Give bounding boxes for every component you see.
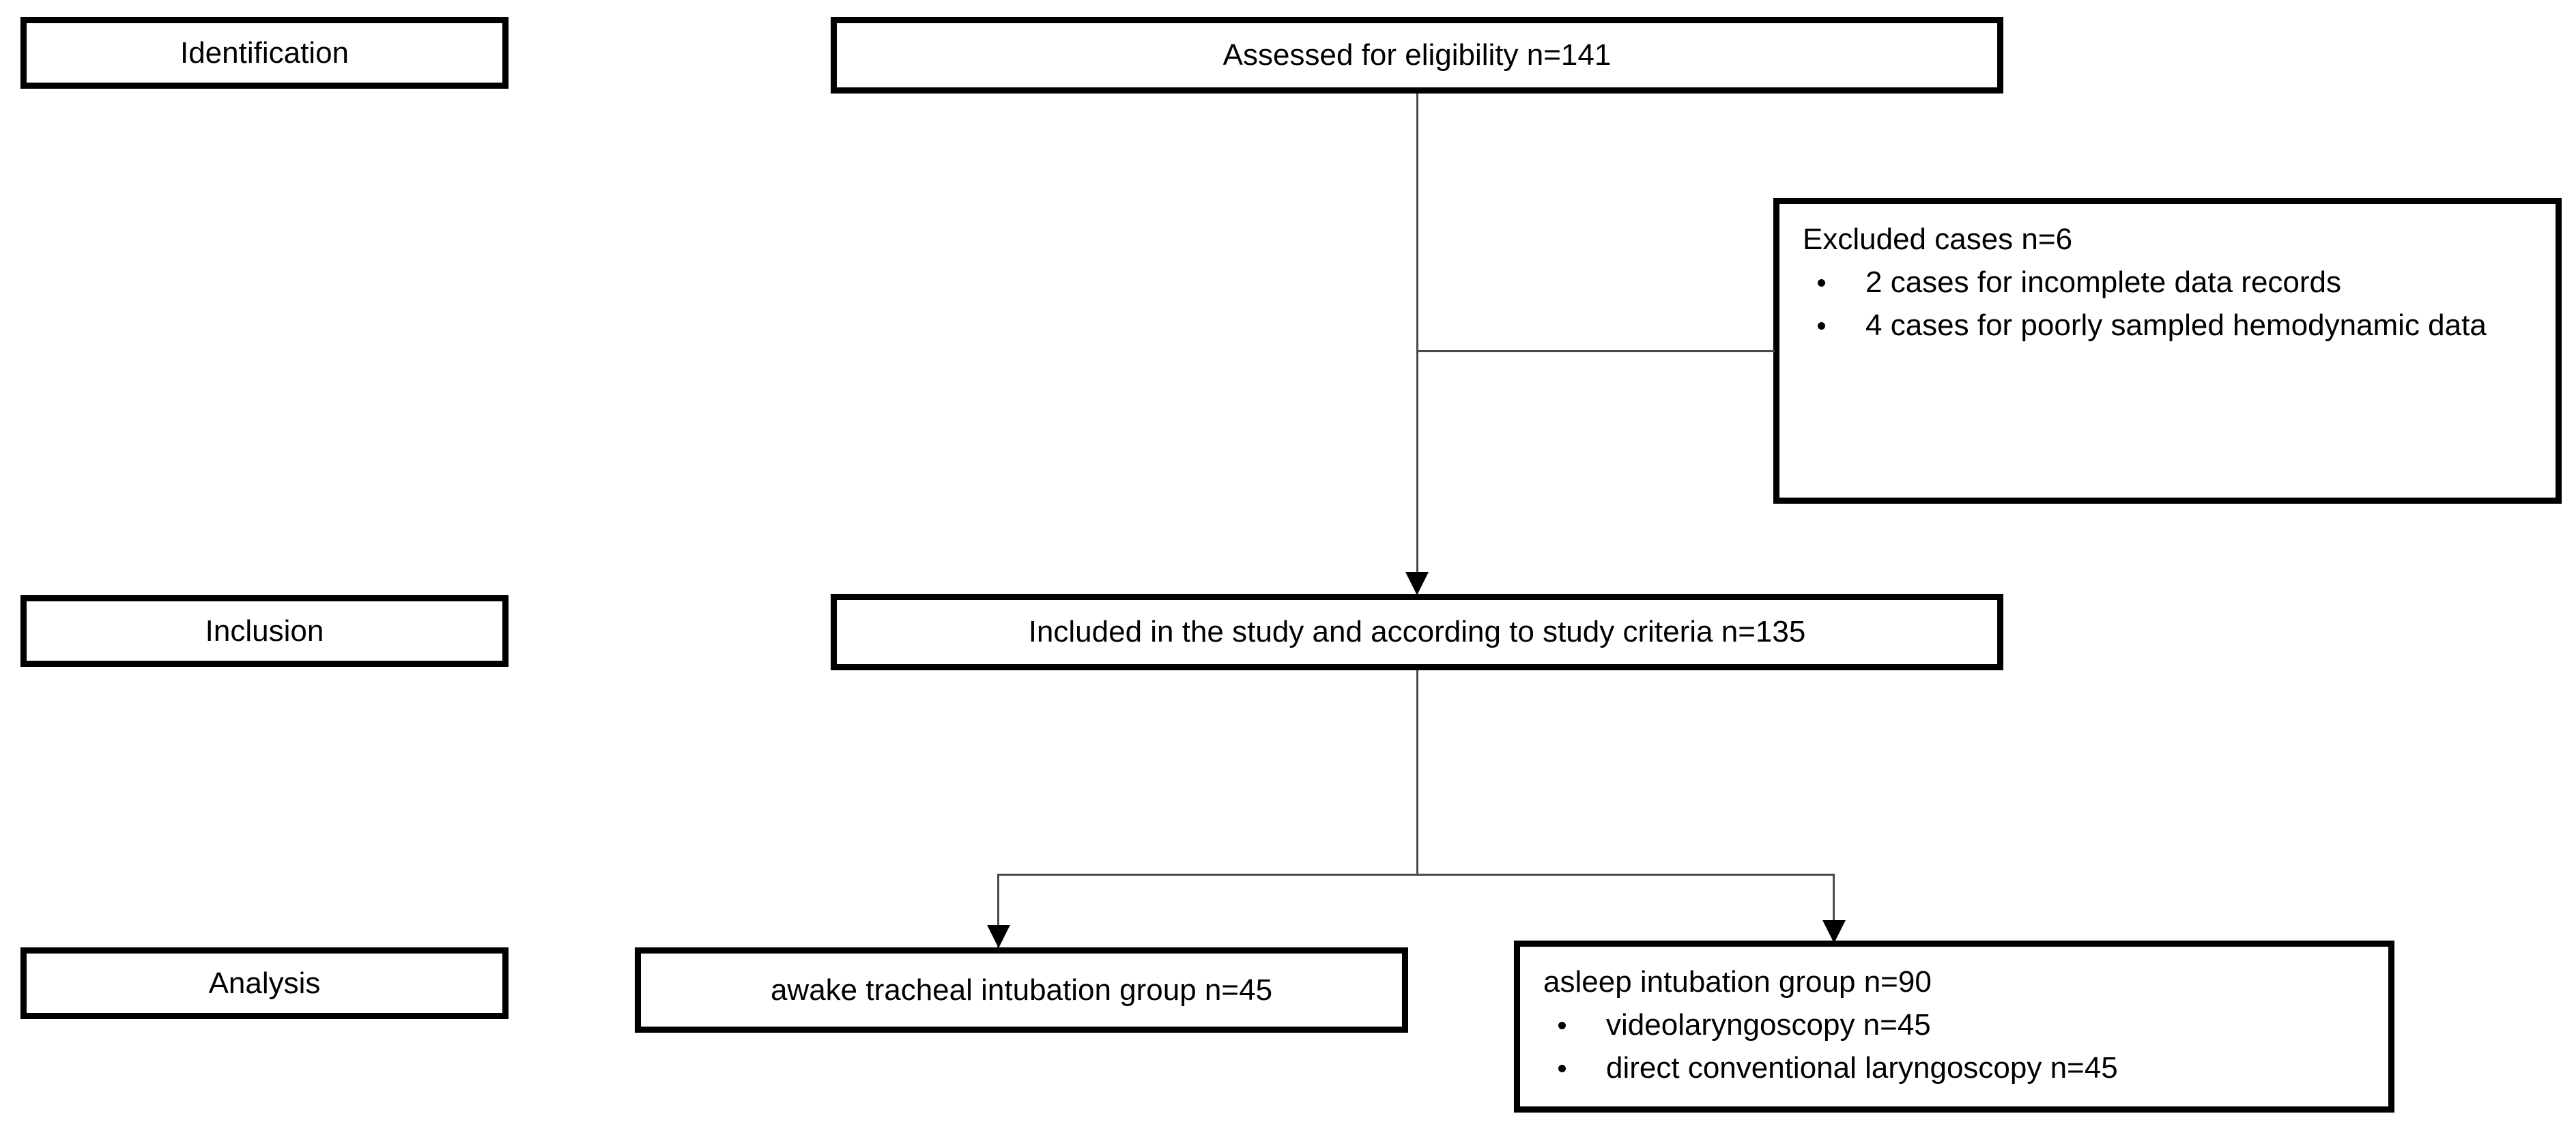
stage-box-inclusion: Inclusion xyxy=(20,595,509,667)
bullet-dot-icon xyxy=(1558,1065,1566,1073)
stage-label-inclusion: Inclusion xyxy=(205,614,324,648)
node-excluded-bullet-list: 2 cases for incomplete data records 4 ca… xyxy=(1803,263,2535,345)
bullet-dot-icon xyxy=(1818,322,1825,330)
node-asleep-bullet-1: videolaryngoscopy n=45 xyxy=(1606,1008,1931,1042)
connector-included-split-bar xyxy=(997,874,1834,876)
stage-label-identification: Identification xyxy=(180,35,349,70)
node-awake-text: awake tracheal intubation group n=45 xyxy=(770,973,1273,1007)
list-item: 2 cases for incomplete data records xyxy=(1803,263,2535,301)
connector-to-asleep-group xyxy=(1833,874,1835,947)
node-asleep-heading: asleep intubation group n=90 xyxy=(1543,965,1932,999)
bullet-dot-icon xyxy=(1818,278,1825,287)
node-assessed-for-eligibility: Assessed for eligibility n=141 xyxy=(831,17,2003,94)
node-asleep-bullet-2: direct conventional laryngoscopy n=45 xyxy=(1606,1051,2118,1085)
node-excluded-bullet-2: 4 cases for poorly sampled hemodynamic d… xyxy=(1865,309,2487,343)
list-item: direct conventional laryngoscopy n=45 xyxy=(1543,1049,2368,1087)
connector-to-awake-group xyxy=(997,874,999,947)
connector-included-trunk xyxy=(1416,670,1418,875)
connector-assessed-to-included xyxy=(1416,94,1418,590)
connector-assessed-to-excluded xyxy=(1416,350,1775,352)
arrowhead-into-awake-group xyxy=(987,925,1010,948)
node-included-text: Included in the study and according to s… xyxy=(1028,615,1806,649)
bullet-dot-icon xyxy=(1558,1021,1566,1029)
node-asleep-bullet-list: videolaryngoscopy n=45 direct convention… xyxy=(1543,1006,2368,1087)
node-excluded-cases: Excluded cases n=6 2 cases for incomplet… xyxy=(1773,198,2562,504)
list-item: videolaryngoscopy n=45 xyxy=(1543,1006,2368,1044)
node-included-in-study: Included in the study and according to s… xyxy=(831,594,2003,670)
stage-box-identification: Identification xyxy=(20,17,509,89)
node-excluded-bullet-1: 2 cases for incomplete data records xyxy=(1865,266,2342,299)
node-excluded-heading: Excluded cases n=6 xyxy=(1803,223,2073,256)
node-awake-group: awake tracheal intubation group n=45 xyxy=(635,947,1408,1033)
stage-box-analysis: Analysis xyxy=(20,947,509,1019)
arrowhead-into-included xyxy=(1405,572,1429,595)
list-item: 4 cases for poorly sampled hemodynamic d… xyxy=(1803,306,2535,344)
node-asleep-group: asleep intubation group n=90 videolaryng… xyxy=(1514,941,2394,1113)
node-assessed-text: Assessed for eligibility n=141 xyxy=(1222,38,1612,72)
stage-label-analysis: Analysis xyxy=(208,966,321,1000)
arrowhead-into-asleep-group xyxy=(1822,920,1846,943)
